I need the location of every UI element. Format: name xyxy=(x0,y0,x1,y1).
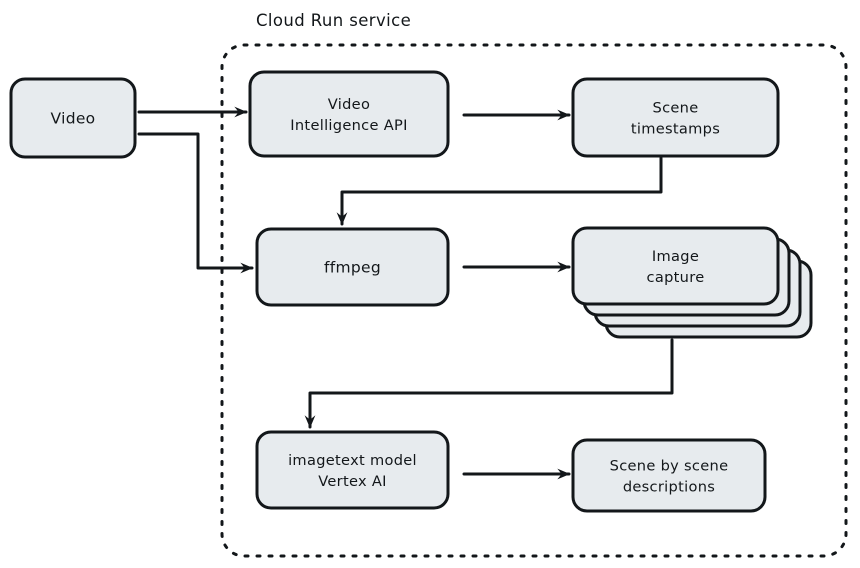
node-video-label: Video xyxy=(51,110,96,128)
node-ffmpeg-shape xyxy=(255,227,450,307)
connector-video-to-ffmpeg xyxy=(137,132,254,274)
node-scene-timestamps-shape xyxy=(571,77,780,158)
cloud-run-service-boundary: Cloud Run service xyxy=(220,11,848,558)
connectors-layer xyxy=(137,106,674,480)
node-video-shape xyxy=(9,77,137,159)
node-scene-by-scene-descriptions-shape xyxy=(571,438,767,513)
node-ffmpeg-label: ffmpeg xyxy=(324,259,381,277)
node-ffmpeg[interactable]: ffmpeg xyxy=(255,227,450,307)
connector-scene-timestamps-to-ffmpeg xyxy=(336,156,663,226)
group-title: Cloud Run service xyxy=(256,11,411,30)
node-video-intelligence-api-shape xyxy=(248,70,450,158)
node-image-capture-shape xyxy=(571,226,780,306)
connector-image-capture-to-imagetext-model xyxy=(304,338,674,429)
node-imagetext-model-vertex-ai-shape xyxy=(255,430,450,510)
node-video[interactable]: Video xyxy=(9,77,137,159)
group-boundary-rect xyxy=(220,43,848,558)
